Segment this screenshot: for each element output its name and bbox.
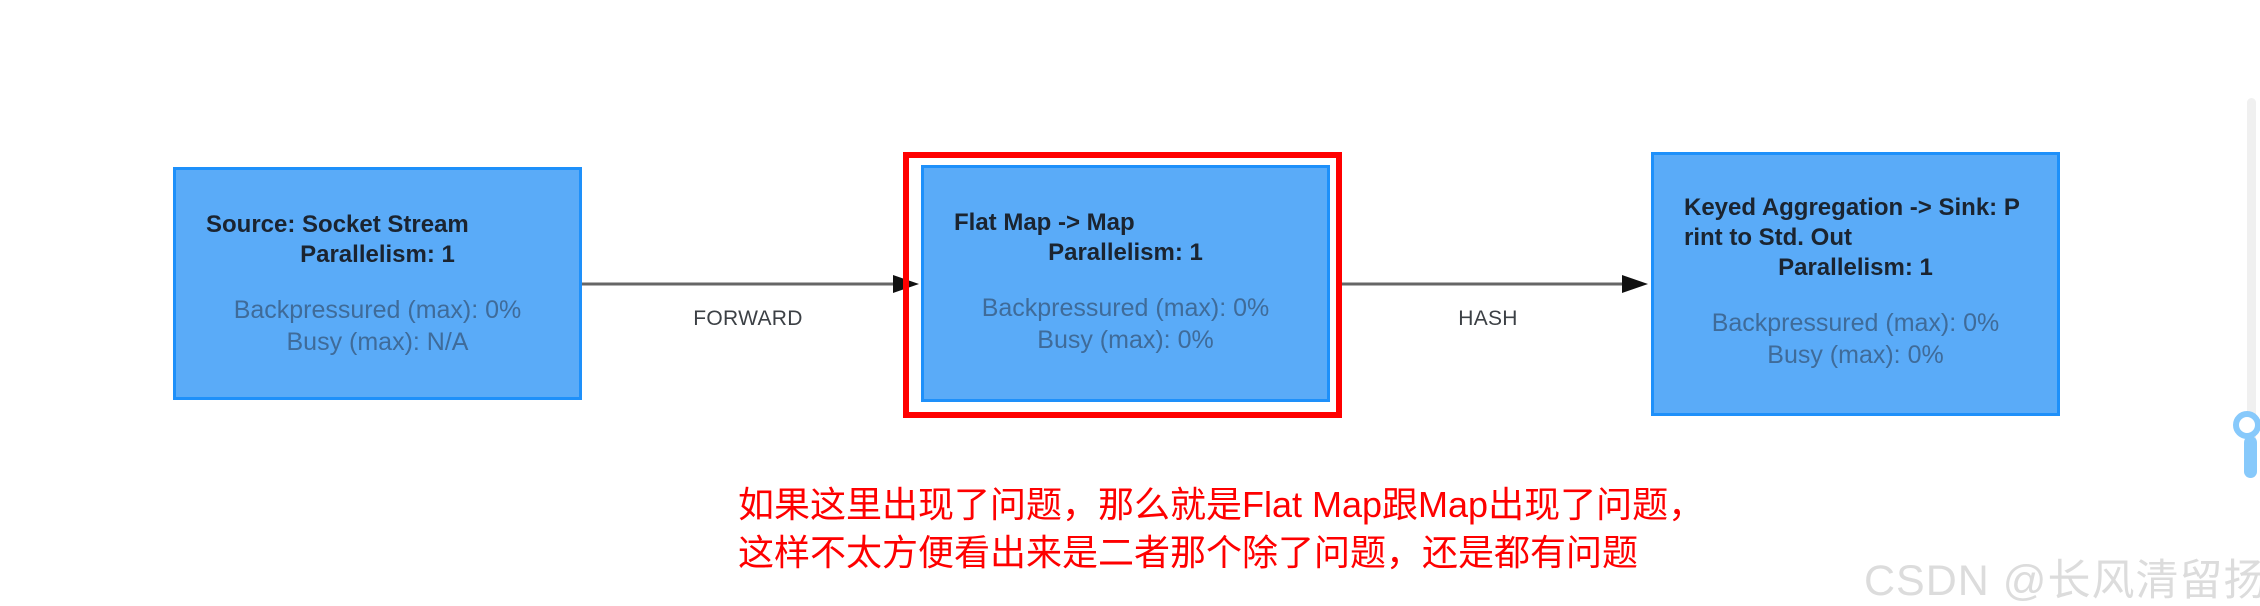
node-title: Keyed Aggregation -> Sink: Print to Std.…	[1684, 194, 2020, 251]
edge-hash-arrow	[1342, 275, 1648, 293]
annotation-line-2: 这样不太方便看出来是二者那个除了问题，还是都有问题	[738, 532, 1639, 573]
node-busy-value: Busy (max): N/A	[286, 328, 469, 356]
red-annotation-text: 如果这里出现了问题，那么就是Flat Map跟Map出现了问题， 这样不太方便看…	[738, 481, 1704, 577]
node-metrics: Backpressured (max): 0% Busy (max): N/A	[176, 294, 579, 358]
red-highlight-rectangle	[903, 152, 1342, 418]
node-busy-value: Busy (max): 0%	[1037, 326, 1214, 354]
node-metrics: Backpressured (max): 0% Busy (max): 0%	[924, 292, 1327, 356]
node-flat-map-map[interactable]: Flat Map -> Map Parallelism: 1 Backpress…	[921, 165, 1330, 402]
node-backpressured-value: Backpressured (max): 0%	[233, 296, 522, 324]
node-parallelism: Parallelism: 1	[1778, 254, 1933, 281]
node-title: Source: Socket Stream	[206, 211, 469, 238]
csdn-watermark: CSDN @长风清留扬	[1864, 557, 2260, 605]
zoom-slider-track[interactable]	[2247, 98, 2256, 478]
node-metrics: Backpressured (max): 0% Busy (max): 0%	[1654, 307, 2057, 371]
node-parallelism: Parallelism: 1	[1048, 239, 1203, 266]
node-backpressured-value: Backpressured (max): 0%	[981, 294, 1270, 322]
node-parallelism: Parallelism: 1	[300, 241, 455, 268]
zoom-slider-fill	[2244, 436, 2257, 478]
node-keyed-aggregation-sink[interactable]: Keyed Aggregation -> Sink: Print to Std.…	[1651, 152, 2060, 416]
node-backpressured-value: Backpressured (max): 0%	[1711, 309, 2000, 337]
node-busy-value: Busy (max): 0%	[1767, 341, 1944, 369]
zoom-slider-thumb[interactable]	[2233, 411, 2260, 439]
node-title: Flat Map -> Map	[954, 209, 1135, 236]
edge-label-forward: FORWARD	[693, 307, 803, 330]
annotation-line-1: 如果这里出现了问题，那么就是Flat Map跟Map出现了问题，	[738, 484, 1705, 525]
edge-forward-arrow	[582, 275, 919, 293]
node-source-socket-stream[interactable]: Source: Socket Stream Parallelism: 1 Bac…	[173, 167, 582, 400]
edge-label-hash: HASH	[1458, 307, 1518, 330]
